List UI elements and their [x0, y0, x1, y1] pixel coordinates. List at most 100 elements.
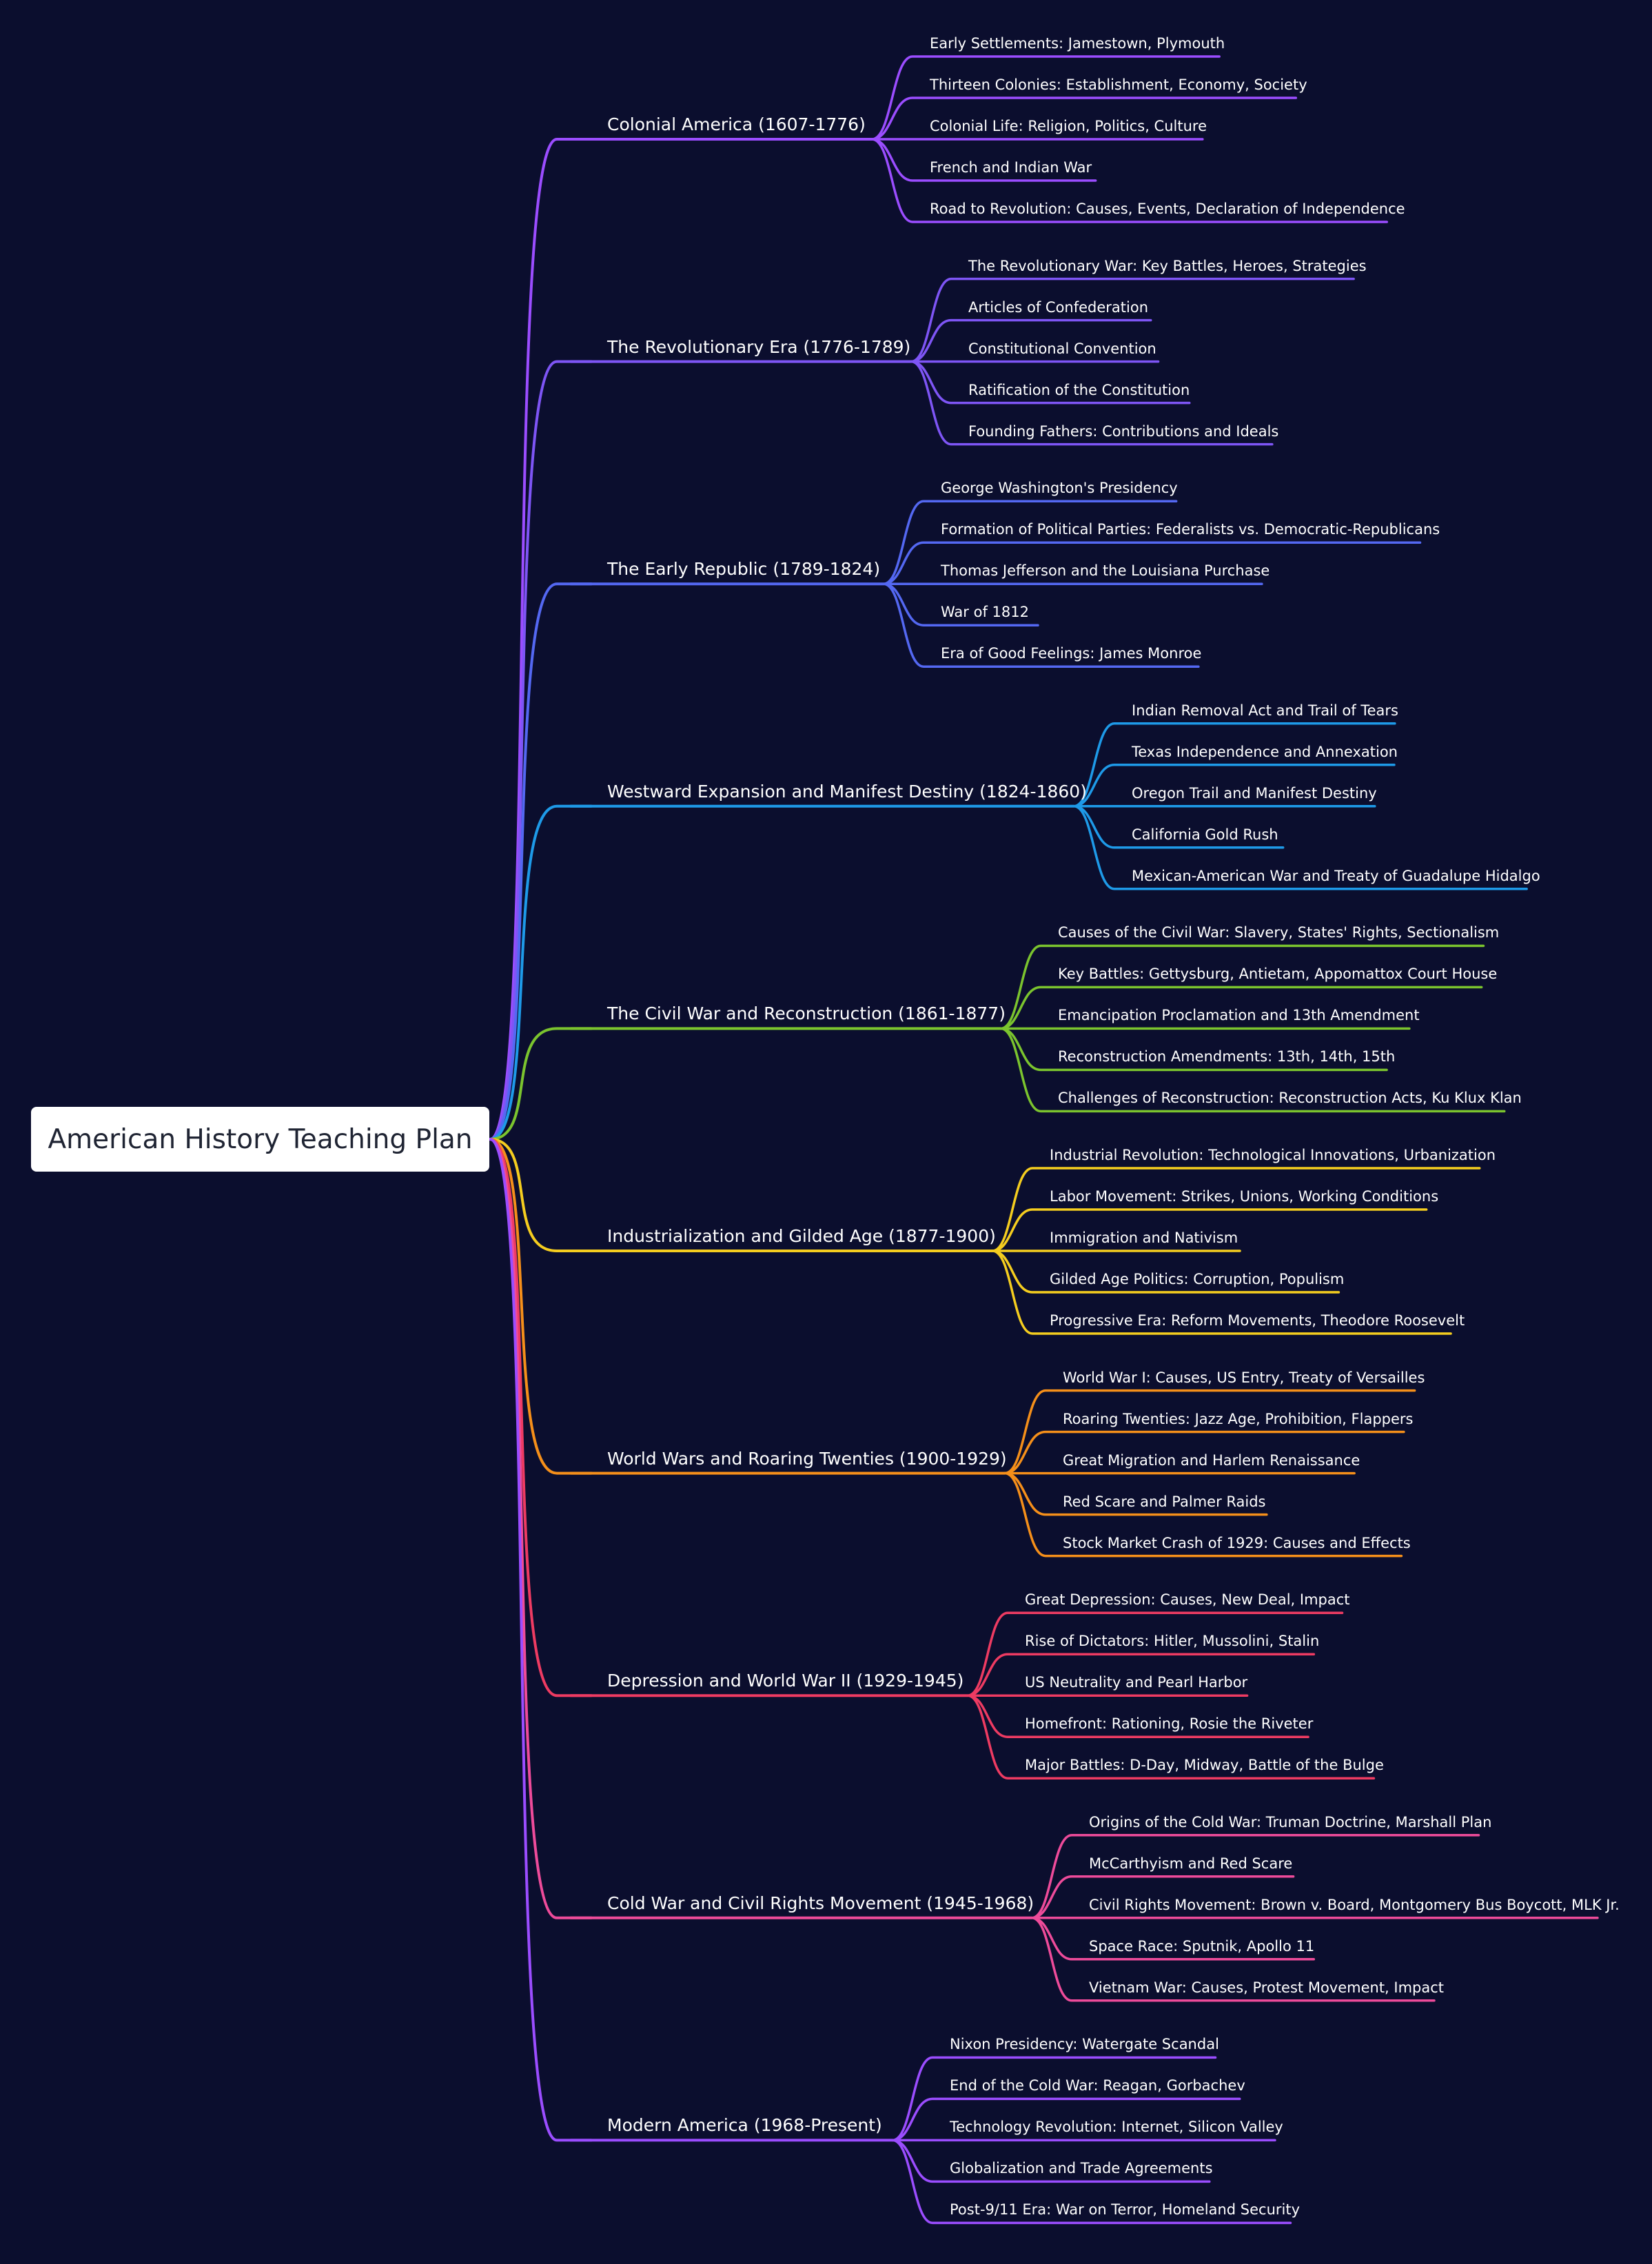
leaf-connector [910, 318, 1152, 363]
branch-label[interactable]: World Wars and Roaring Twenties (1900-19… [607, 1448, 1007, 1469]
topic-label[interactable]: Mexican-American War and Treaty of Guada… [1132, 867, 1540, 884]
branch-label[interactable]: Modern America (1968-Present) [607, 2115, 882, 2136]
leaf-connector [1030, 1875, 1295, 1919]
topic-label[interactable]: Early Settlements: Jamestown, Plymouth [930, 35, 1225, 52]
topic-label[interactable]: Post-9/11 Era: War on Terror, Homeland S… [950, 2201, 1301, 2219]
branch-connector [489, 1027, 593, 1141]
topic-label[interactable]: End of the Cold War: Reagan, Gorbachev [950, 2077, 1245, 2094]
branch-connector [489, 582, 593, 1141]
topic-label[interactable]: Formation of Political Parties: Federali… [941, 521, 1440, 538]
leaf-connector [891, 2056, 1217, 2142]
topic-label[interactable]: Vietnam War: Causes, Protest Movement, I… [1089, 1979, 1445, 1996]
topic-label[interactable]: McCarthyism and Red Scare [1089, 1855, 1293, 1872]
topic-label[interactable]: Progressive Era: Reform Movements, Theod… [1050, 1312, 1465, 1329]
topic-label[interactable]: Causes of the Civil War: Slavery, States… [1058, 924, 1500, 941]
branch-connector [489, 804, 593, 1141]
leaf-connector [1072, 805, 1528, 890]
branch-connector [489, 138, 593, 1141]
topic-label[interactable]: Roaring Twenties: Jazz Age, Prohibition,… [1063, 1410, 1414, 1427]
branch-label[interactable]: Westward Expansion and Manifest Destiny … [607, 781, 1087, 802]
leaf-connector [1003, 1430, 1405, 1475]
leaf-connector [1030, 1917, 1436, 2002]
leaf-connector [910, 277, 1355, 363]
topic-label[interactable]: War of 1812 [941, 604, 1029, 621]
topic-label[interactable]: Texas Independence and Annexation [1132, 743, 1398, 760]
topic-label[interactable]: Nixon Presidency: Watergate Scandal [950, 2036, 1219, 2053]
leaf-connector [991, 1167, 1481, 1252]
topic-label[interactable]: Challenges of Reconstruction: Reconstruc… [1058, 1090, 1522, 1107]
leaf-connector [999, 986, 1483, 1030]
leaf-connector [1003, 1389, 1416, 1475]
topic-label[interactable]: Great Migration and Harlem Renaissance [1063, 1451, 1360, 1469]
leaf-connector [870, 55, 1221, 141]
leaf-connector [882, 582, 1200, 668]
topic-label[interactable]: World War I: Causes, US Entry, Treaty of… [1063, 1369, 1425, 1386]
topic-label[interactable]: Red Scare and Palmer Raids [1063, 1493, 1266, 1510]
branch-connector [489, 1138, 593, 1475]
topic-label[interactable]: Rise of Dictators: Hitler, Mussolini, St… [1025, 1633, 1320, 1650]
leaf-connector [870, 96, 1298, 141]
topic-label[interactable]: Founding Fathers: Contributions and Idea… [968, 422, 1279, 440]
topic-label[interactable]: George Washington's Presidency [941, 480, 1178, 497]
topic-label[interactable]: Indian Removal Act and Trail of Tears [1132, 702, 1398, 719]
topic-label[interactable]: Gilded Age Politics: Corruption, Populis… [1050, 1271, 1345, 1287]
leaf-connector [999, 1027, 1506, 1113]
leaf-connector [1072, 764, 1396, 808]
branch-connector [489, 360, 593, 1141]
branch-label[interactable]: Colonial America (1607-1776) [607, 114, 866, 134]
leaf-connector [966, 1653, 1316, 1697]
leaf-connector [1030, 1834, 1480, 1919]
topic-label[interactable]: Thomas Jefferson and the Louisiana Purch… [941, 562, 1270, 580]
topic-label[interactable]: The Revolutionary War: Key Battles, Hero… [968, 257, 1367, 274]
topic-label[interactable]: Oregon Trail and Manifest Destiny [1132, 784, 1377, 802]
topic-label[interactable]: Industrial Revolution: Technological Inn… [1050, 1147, 1496, 1163]
topic-label[interactable]: Labor Movement: Strikes, Unions, Working… [1050, 1188, 1439, 1205]
leaf-connector [891, 2139, 1292, 2225]
branch-label[interactable]: The Civil War and Reconstruction (1861-1… [607, 1003, 1006, 1024]
leaf-connector [966, 1611, 1344, 1697]
branch-connector [489, 1138, 593, 1697]
topic-label[interactable]: Ratification of the Constitution [968, 381, 1190, 398]
leaf-connector [882, 541, 1422, 585]
topic-label[interactable]: Origins of the Cold War: Truman Doctrine… [1089, 1813, 1492, 1830]
topic-label[interactable]: Emancipation Proclamation and 13th Amend… [1058, 1007, 1420, 1024]
leaf-connector [870, 138, 1389, 223]
topic-label[interactable]: Civil Rights Movement: Brown v. Board, M… [1089, 1896, 1620, 1913]
topic-label[interactable]: Homefront: Rationing, Rosie the Riveter [1025, 1715, 1314, 1733]
topic-label[interactable]: Key Battles: Gettysburg, Antietam, Appom… [1058, 966, 1498, 983]
leaf-connector [910, 360, 1274, 446]
topic-label[interactable]: California Gold Rush [1132, 826, 1278, 843]
topic-label[interactable]: Space Race: Sputnik, Apollo 11 [1089, 1937, 1315, 1955]
topic-label[interactable]: Major Battles: D-Day, Midway, Battle of … [1025, 1757, 1384, 1774]
branch-connector [489, 1138, 593, 2142]
topic-label[interactable]: Road to Revolution: Causes, Events, Decl… [930, 201, 1405, 217]
leaf-connector [882, 500, 1178, 585]
leaf-connector [891, 2097, 1241, 2142]
topic-label[interactable]: Thirteen Colonies: Establishment, Econom… [930, 77, 1307, 93]
topic-label[interactable]: Constitutional Convention [968, 340, 1156, 357]
topic-label[interactable]: Great Depression: Causes, New Deal, Impa… [1025, 1591, 1350, 1609]
topic-label[interactable]: Era of Good Feelings: James Monroe [941, 645, 1202, 662]
topic-label[interactable]: US Neutrality and Pearl Harbor [1025, 1674, 1248, 1691]
branch-connector [489, 1138, 593, 1919]
branch-label[interactable]: Depression and World War II (1929-1945) [607, 1671, 964, 1691]
topic-label[interactable]: Technology Revolution: Internet, Silicon… [950, 2119, 1283, 2136]
topic-label[interactable]: Reconstruction Amendments: 13th, 14th, 1… [1058, 1048, 1396, 1065]
branch-label[interactable]: Industrialization and Gilded Age (1877-1… [607, 1226, 996, 1246]
topic-label[interactable]: Immigration and Nativism [1050, 1230, 1238, 1246]
branch-label[interactable]: Cold War and Civil Rights Movement (1945… [607, 1893, 1034, 1913]
topic-label[interactable]: French and Indian War [930, 159, 1092, 176]
root-node[interactable]: American History Teaching Plan [31, 1107, 489, 1172]
leaf-connector [1003, 1471, 1403, 1558]
branch-label[interactable]: The Early Republic (1789-1824) [607, 559, 881, 580]
topic-label[interactable]: Globalization and Trade Agreements [950, 2160, 1213, 2177]
leaf-connector [991, 1250, 1452, 1335]
topic-label[interactable]: Articles of Confederation [968, 298, 1149, 316]
topic-label[interactable]: Colonial Life: Religion, Politics, Cultu… [930, 118, 1207, 134]
leaf-connector [1072, 722, 1396, 808]
branch-label[interactable]: The Revolutionary Era (1776-1789) [607, 336, 911, 357]
topic-label[interactable]: Stock Market Crash of 1929: Causes and E… [1063, 1534, 1411, 1551]
leaf-connector [999, 944, 1485, 1030]
leaf-connector [966, 1694, 1376, 1779]
